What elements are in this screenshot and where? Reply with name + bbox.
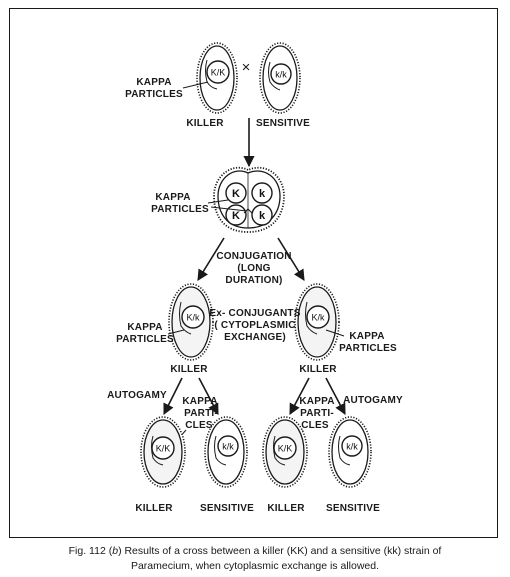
arrow-to-exconjugant-right xyxy=(277,237,305,281)
parent-killer-cell: K/K xyxy=(196,42,238,114)
conjugant-genotype-2: k xyxy=(259,188,266,200)
exconjugants-label-line3: EXCHANGE) xyxy=(224,332,286,343)
progeny-3-cell: K/K xyxy=(262,416,308,488)
kappa-label-right-line1: KAPPA xyxy=(349,331,384,342)
conjugation-label-line2: (LONG xyxy=(237,263,270,274)
autogamy-left-label: AUTOGAMY xyxy=(107,390,167,401)
exconjugant-left-genotype: K/k xyxy=(186,313,200,323)
progeny-2-genotype: k/k xyxy=(222,442,234,452)
conjugant-nucleus-2 xyxy=(251,182,273,204)
kappa-label-left-line1: KAPPA xyxy=(127,322,162,333)
arrow-progeny-3 xyxy=(289,377,310,415)
arrow-progeny-1 xyxy=(163,377,183,416)
kappa-label-conj-line2: PARTICLES xyxy=(151,204,209,215)
progeny-2-label: SENSITIVE xyxy=(200,503,254,514)
parent-sensitive-label: SENSITIVE xyxy=(256,118,310,129)
progeny-1-nucleus xyxy=(151,436,175,460)
kappa-mid-right-line2: PARTI- xyxy=(300,408,334,419)
progeny-4-label: SENSITIVE xyxy=(326,503,380,514)
kappa-mid-left-line3: CLES xyxy=(185,420,213,431)
kappa-mid-right-line1: KAPPA xyxy=(299,396,334,407)
kappa-pointer-top xyxy=(182,81,209,89)
conjugating-pair: K k K k xyxy=(213,166,285,233)
conjugation-label-line1: CONJUGATION xyxy=(216,251,291,262)
progeny-1-genotype: K/K xyxy=(156,444,171,454)
conjugant-genotype-1: K xyxy=(232,188,240,200)
killer-genotype: K/K xyxy=(211,68,226,78)
conjugant-genotype-3: K xyxy=(232,210,240,222)
progeny-3-genotype: K/K xyxy=(278,444,293,454)
parent-killer-label: KILLER xyxy=(186,118,224,129)
kappa-label-left-line2: PARTICLES xyxy=(116,334,174,345)
exconjugant-left-label: KILLER xyxy=(170,364,208,375)
kappa-pointer-right xyxy=(325,329,345,337)
exconjugants-label-line2: ( CYTOPLASMIC xyxy=(214,320,295,331)
kappa-mid-right-line3: CLES xyxy=(301,420,329,431)
progeny-1-label: KILLER xyxy=(135,503,173,514)
cross-symbol: × xyxy=(242,59,251,76)
kappa-mid-left-line2: PARTI- xyxy=(184,408,218,419)
exconjugant-left-cell: K/k xyxy=(168,283,214,361)
kappa-label-conj-line1: KAPPA xyxy=(155,192,190,203)
progeny-2-cell: k/k xyxy=(204,416,248,488)
autogamy-right-label: AUTOGAMY xyxy=(343,395,403,406)
progeny-2-nucleus xyxy=(217,435,239,457)
progeny-4-genotype: k/k xyxy=(346,442,358,452)
progeny-1-cell: K/K xyxy=(140,416,186,488)
kappa-mid-left-line1: KAPPA xyxy=(182,396,217,407)
kappa-pointer-left xyxy=(167,329,185,335)
progeny-4-nucleus xyxy=(341,435,363,457)
sensitive-nucleus xyxy=(270,63,292,85)
kappa-pointer-conj-2 xyxy=(210,206,248,212)
caption-line-1: Fig. 112 (b) Results of a cross between … xyxy=(68,545,442,557)
exconjugant-right-nucleus xyxy=(306,305,330,329)
conjugant-genotype-4: k xyxy=(259,210,266,222)
progeny-4-cell: k/k xyxy=(328,416,372,488)
arrow-progeny-4 xyxy=(325,377,346,415)
arrow-to-exconjugant-left xyxy=(197,237,225,281)
conjugation-label-line3: DURATION) xyxy=(225,275,282,286)
sensitive-genotype: k/k xyxy=(275,70,287,80)
parent-sensitive-cell: k/k xyxy=(259,42,301,114)
figure-caption: Fig. 112 (b) Results of a cross between … xyxy=(0,544,510,574)
exconjugant-right-genotype: K/k xyxy=(311,313,325,323)
exconjugant-right-cell: K/k xyxy=(294,283,340,361)
kappa-label-top-line1: KAPPA xyxy=(136,77,171,88)
kappa-pointer-conj xyxy=(207,199,229,204)
progeny-3-nucleus xyxy=(273,436,297,460)
exconjugant-right-label: KILLER xyxy=(299,364,337,375)
killer-nucleus xyxy=(206,60,230,84)
exconjugant-left-nucleus xyxy=(181,305,205,329)
conjugant-nucleus-1 xyxy=(225,182,247,204)
figure-frame xyxy=(9,8,498,538)
exconjugants-label-line1: Ex- CONJUGANTS xyxy=(209,308,300,319)
progeny-3-label: KILLER xyxy=(267,503,305,514)
arrow-progeny-2 xyxy=(198,377,219,415)
conjugant-nucleus-4 xyxy=(251,204,273,226)
kappa-label-top-line2: PARTICLES xyxy=(125,89,183,100)
kappa-label-right-line2: PARTICLES xyxy=(339,343,397,354)
caption-line-2: Paramecium, when cytoplasmic exchange is… xyxy=(130,560,380,572)
